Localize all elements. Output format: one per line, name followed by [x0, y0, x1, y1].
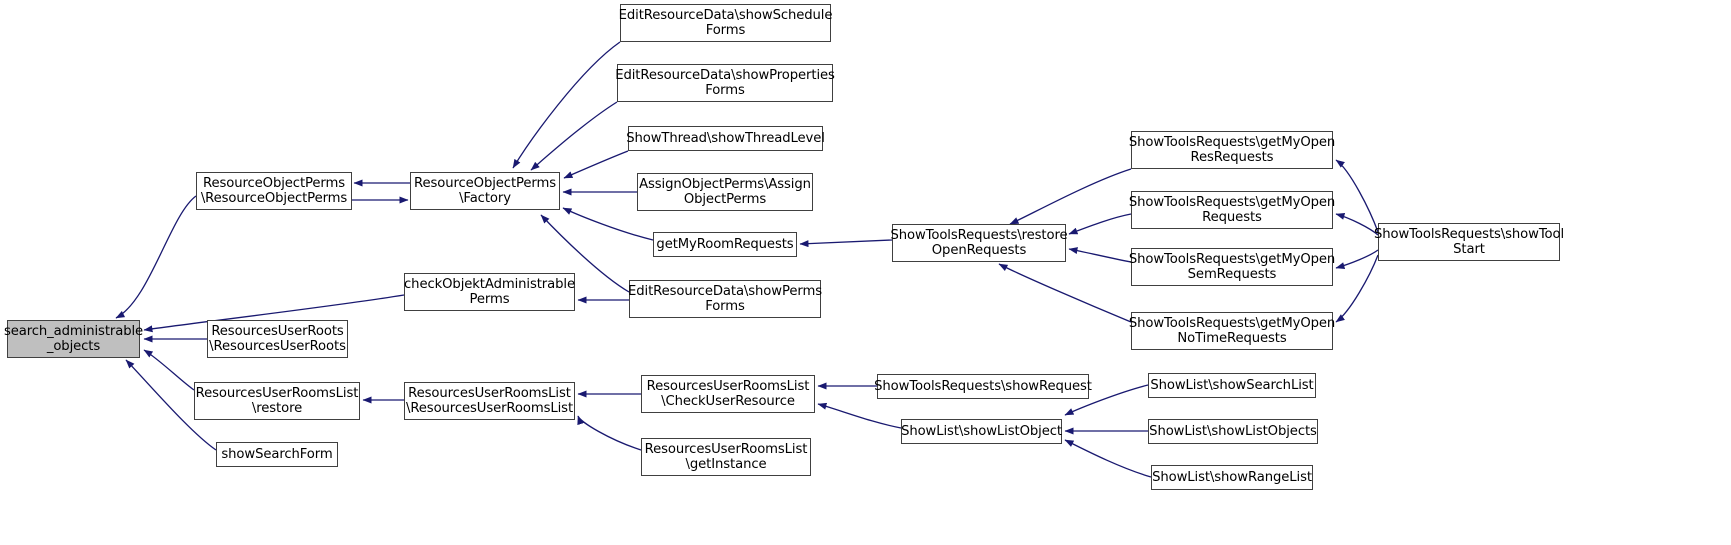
graph-node-n8[interactable]: checkObjektAdministrable Perms: [404, 273, 575, 311]
graph-edge-n23-to-n21: [1068, 213, 1132, 235]
graph-edge-n17-to-n14: [817, 402, 902, 429]
graph-node-n25[interactable]: ShowToolsRequests\getMyOpen NoTimeReques…: [1129, 312, 1335, 350]
graph-edge-n5-to-n2: [563, 150, 629, 179]
graph-node-n26[interactable]: ShowToolsRequests\showTool Start: [1374, 223, 1564, 261]
graph-node-n20[interactable]: ShowList\showRangeList: [1151, 465, 1313, 490]
graph-node-n0[interactable]: search_administrable _objects: [4, 320, 143, 358]
graph-node-n15[interactable]: ResourcesUserRoomsList \getInstance: [641, 438, 811, 476]
graph-node-n13[interactable]: ResourcesUserRoomsList \ResourcesUserRoo…: [404, 382, 575, 420]
graph-edge-n7-to-n2: [562, 207, 654, 241]
graph-node-n2[interactable]: ResourceObjectPerms \Factory: [410, 172, 560, 210]
graph-edge-n25-to-n21: [998, 263, 1132, 323]
graph-edge-n24-to-n21: [1068, 247, 1132, 263]
graph-node-n4[interactable]: EditResourceData\showProperties Forms: [615, 64, 835, 102]
graph-edge-n20-to-n17: [1064, 439, 1152, 478]
graph-node-n22[interactable]: ShowToolsRequests\getMyOpen ResRequests: [1129, 131, 1335, 169]
graph-node-n16[interactable]: ShowToolsRequests\showRequest: [874, 374, 1092, 399]
graph-node-n7[interactable]: getMyRoomRequests: [653, 232, 797, 257]
graph-edge-n3-to-n2: [512, 41, 621, 169]
graph-edge-n22-to-n21: [1009, 168, 1132, 225]
graph-edge-n21-to-n7: [799, 239, 893, 248]
graph-node-n1[interactable]: ResourceObjectPerms \ResourceObjectPerms: [196, 172, 352, 210]
graph-edge-n15-to-n13: [577, 415, 642, 451]
graph-node-n23[interactable]: ShowToolsRequests\getMyOpen Requests: [1129, 191, 1335, 229]
graph-edge-n1-to-n0: [115, 195, 197, 319]
graph-node-n14[interactable]: ResourcesUserRoomsList \CheckUserResourc…: [641, 375, 815, 413]
graph-edge-n26-to-n22: [1335, 159, 1379, 233]
graph-edge-n26-to-n23: [1335, 212, 1379, 236]
graph-node-n5[interactable]: ShowThread\showThreadLevel: [626, 126, 825, 151]
graph-node-n18[interactable]: ShowList\showSearchList: [1148, 373, 1316, 398]
graph-node-n19[interactable]: ShowList\showListObjects: [1148, 419, 1318, 444]
graph-node-n21[interactable]: ShowToolsRequests\restore OpenRequests: [890, 224, 1068, 262]
graph-edge-n11-to-n0: [143, 349, 195, 391]
graph-node-n10[interactable]: ResourcesUserRoots \ResourcesUserRoots: [207, 320, 348, 358]
graph-edge-n26-to-n25: [1335, 254, 1379, 323]
graph-node-n3[interactable]: EditResourceData\showSchedule Forms: [619, 4, 832, 42]
graph-node-n11[interactable]: ResourcesUserRoomsList \restore: [194, 382, 360, 420]
graph-node-n6[interactable]: AssignObjectPerms\Assign ObjectPerms: [637, 173, 813, 211]
graph-node-n12[interactable]: showSearchForm: [216, 442, 338, 467]
graph-node-n17[interactable]: ShowList\showListObject: [901, 419, 1062, 444]
graph-node-n9[interactable]: EditResourceData\showPerms Forms: [628, 280, 822, 318]
graph-edge-n4-to-n2: [530, 101, 618, 171]
graph-node-n24[interactable]: ShowToolsRequests\getMyOpen SemRequests: [1129, 248, 1335, 286]
graph-edge-n26-to-n24: [1335, 249, 1379, 270]
